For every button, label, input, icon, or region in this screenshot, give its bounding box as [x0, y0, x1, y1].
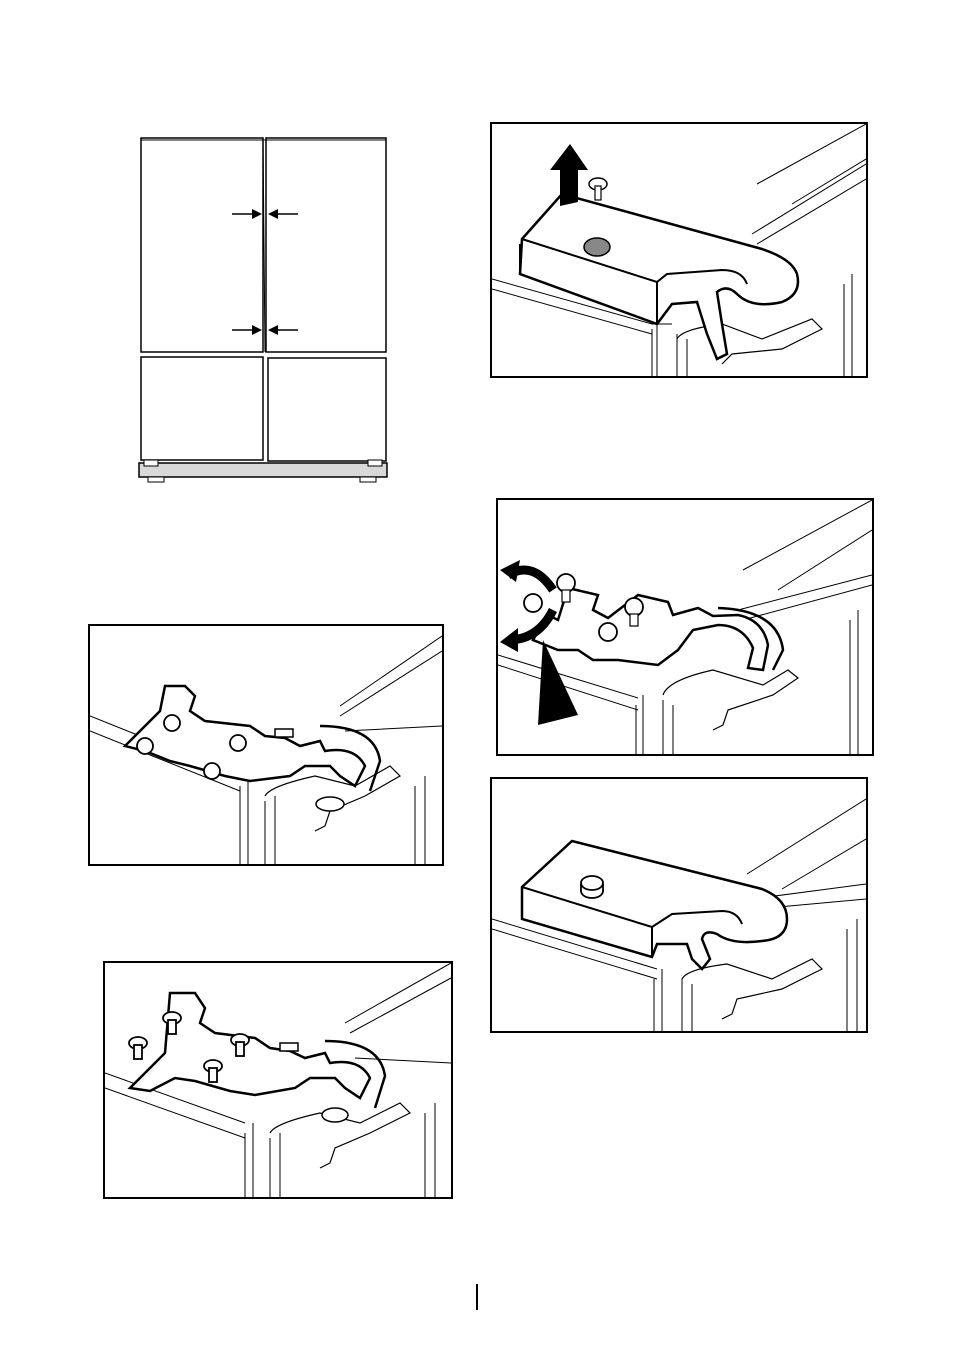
hinge-screw-rotate-diagram: [498, 500, 872, 754]
hinge-cover-installed-figure: [490, 777, 868, 1033]
hinge-plate-screws-diagram: [105, 963, 451, 1197]
hinge-cover-removal-figure: [490, 122, 868, 378]
hinge-plate-bare-figure: [88, 624, 444, 866]
hinge-adjust-rotate-figure: [496, 498, 874, 756]
page-footer-rule: [476, 1284, 478, 1310]
fridge-door-alignment-diagram: [132, 130, 394, 488]
fridge-front-figure: [132, 130, 394, 488]
hinge-cover-lift-diagram: [492, 124, 866, 376]
hinge-plate-diagram: [90, 626, 442, 864]
hinge-cover-installed-diagram: [492, 779, 866, 1031]
hinge-plate-screws-figure: [103, 961, 453, 1199]
